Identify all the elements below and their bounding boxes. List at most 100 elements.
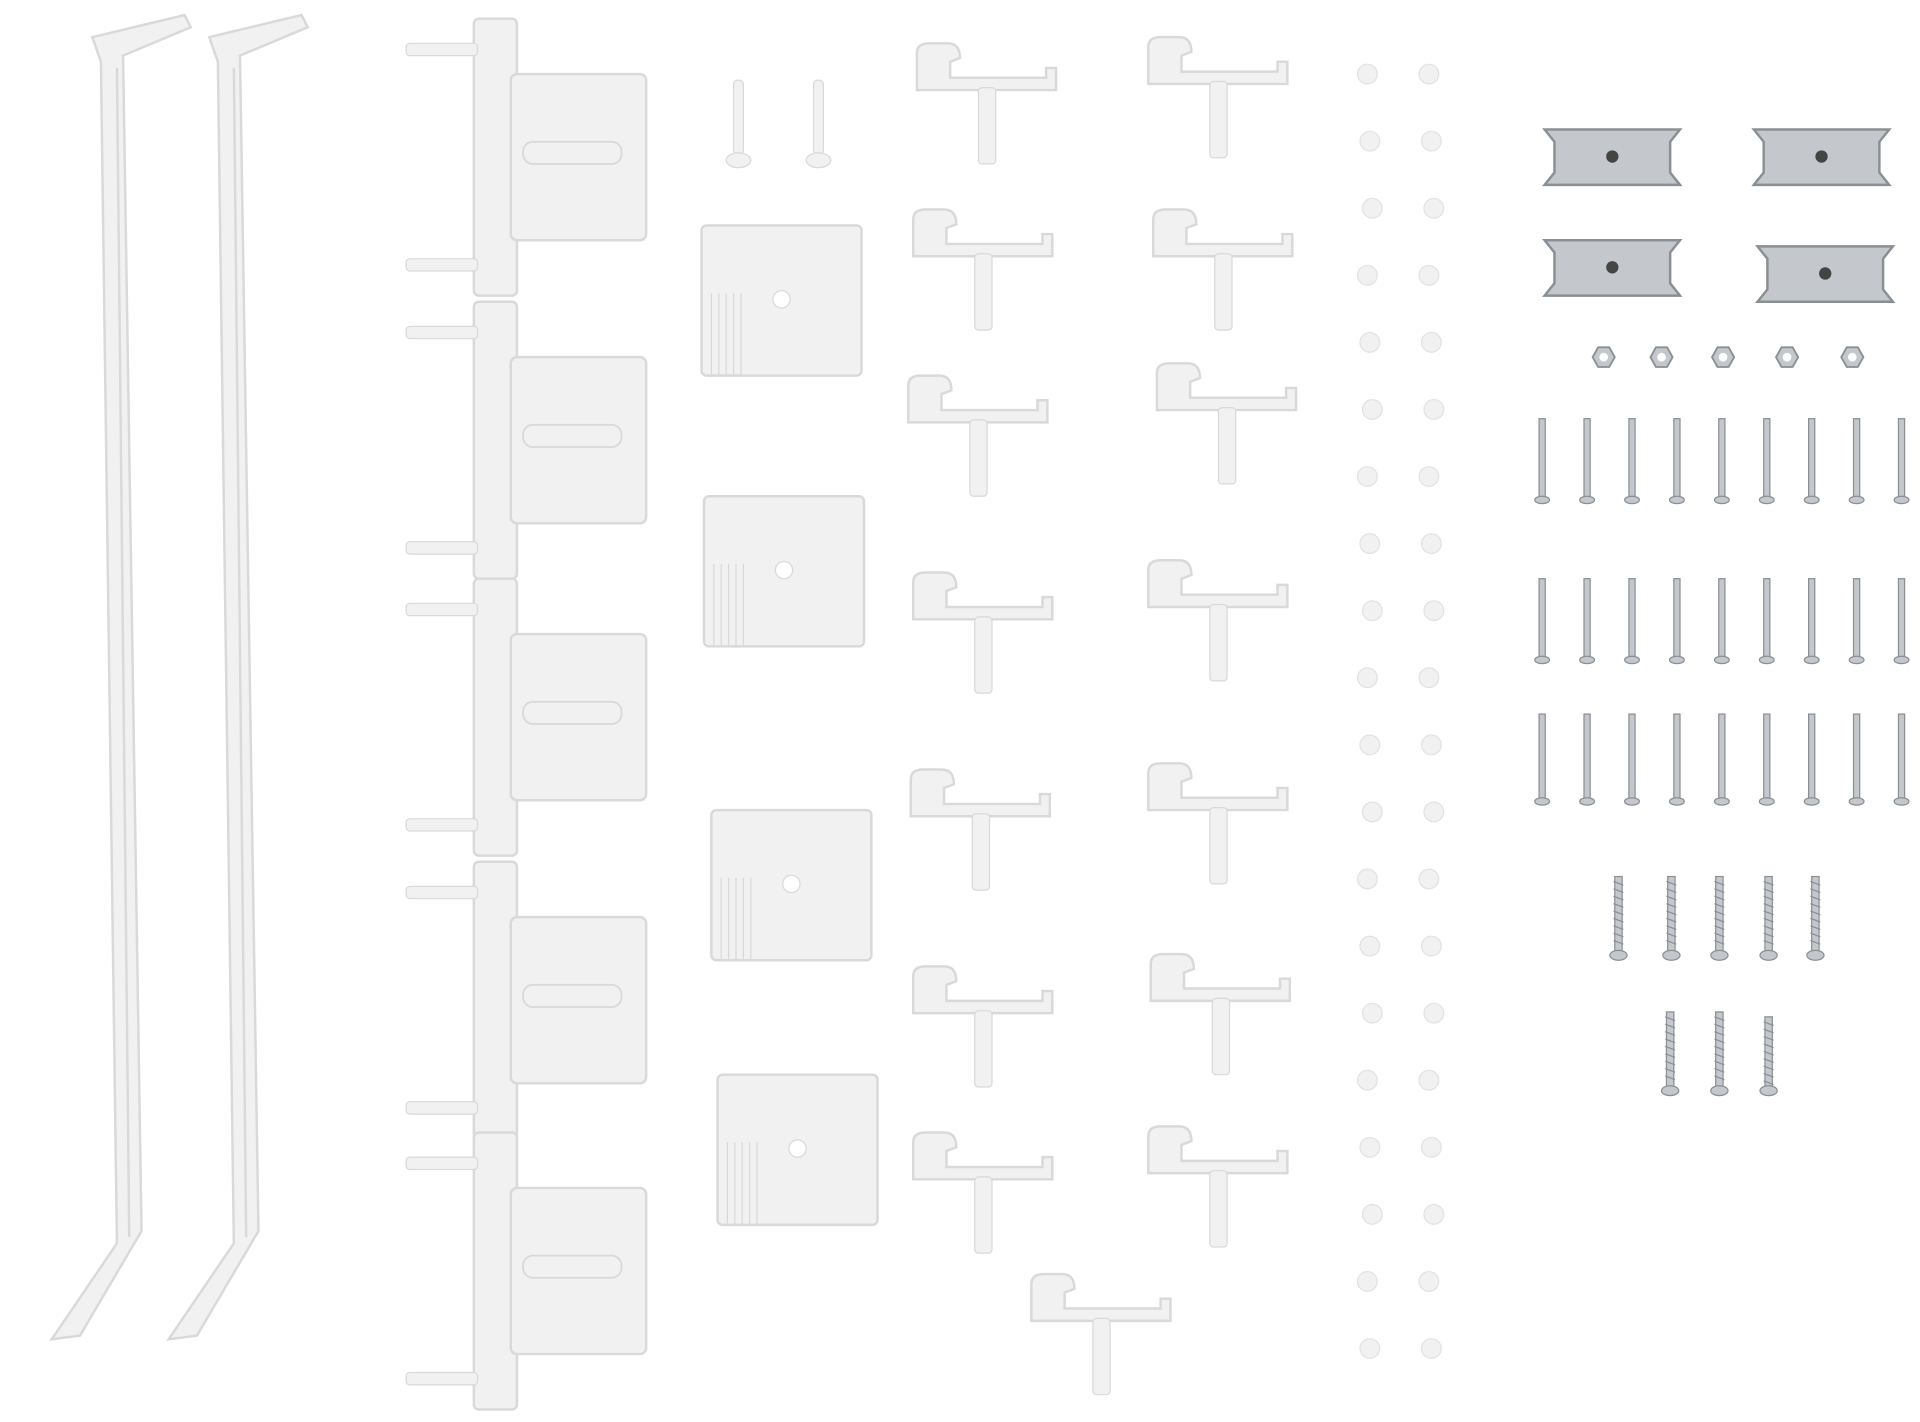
cap-dot [1361,399,1383,420]
hex-nut [1710,346,1736,368]
square-clip [702,494,866,648]
cap-dot [1420,734,1442,756]
nail [1534,578,1551,665]
nail [1893,713,1910,806]
nail [1668,418,1685,505]
cap-dot [1418,264,1440,286]
nail [1803,713,1820,806]
plastic-pin [805,79,832,169]
nail [1579,578,1596,665]
shelf-brackets [405,17,648,1411]
cap-dot [1359,935,1381,957]
hook-clip [909,768,1052,891]
hook-clip [1147,762,1289,885]
hook-clip [1155,362,1298,485]
nail [1803,578,1820,665]
shelf-bracket [405,300,648,580]
screw [1806,875,1825,961]
cap-dot [1356,63,1378,85]
metal-hardware [1534,128,1910,1097]
cap-dot [1423,1203,1445,1225]
cap-dot [1356,466,1378,487]
screw [1710,1011,1729,1097]
shelf-bracket [405,1131,648,1411]
cap-dot [1361,600,1383,622]
hex-nut [1591,346,1616,368]
cap-dot [1423,197,1445,219]
hook-clip [1149,952,1292,1076]
cap-dot [1361,197,1383,219]
nail [1758,418,1775,505]
cap-dot [1418,667,1440,689]
cap-dot [1418,868,1440,890]
embossed-logo [522,700,623,725]
metal-clip [1542,239,1683,297]
hook-clip [907,374,1049,497]
nail [1803,418,1820,505]
support-standard [49,13,193,1341]
metal-clip [1542,128,1683,187]
cap-dot [1423,801,1445,823]
nail [1713,578,1730,665]
metal-clip [1751,128,1892,187]
cap-dot [1359,1136,1381,1158]
hook-clip [915,42,1058,165]
screw [1660,1011,1680,1097]
cap-dot [1423,1002,1445,1024]
cap-dot [1356,1069,1378,1091]
nail [1893,418,1910,505]
nail [1534,418,1551,505]
cap-dot [1423,399,1445,420]
hex-nut [1840,346,1865,368]
nail [1713,418,1730,505]
cap-dot [1420,331,1442,353]
nail [1848,713,1865,806]
screw [1759,1016,1778,1097]
square-clip [716,1073,879,1227]
cap-dot [1359,331,1381,353]
square-clips [700,79,879,1227]
cap-dot [1420,130,1442,152]
hook-clip [912,1131,1054,1254]
cap-dot [1356,1271,1378,1292]
nail [1624,418,1640,505]
hook-clip [1030,1272,1172,1396]
square-clip [700,224,863,377]
nail [1893,578,1910,665]
embossed-logo [522,423,623,448]
cap-dots [1356,63,1445,1360]
shelf-bracket [405,860,648,1140]
nail [1668,578,1685,665]
cap-dot [1361,1002,1383,1024]
cap-dot [1420,1338,1442,1360]
support-standard [166,13,310,1341]
nail [1624,578,1640,665]
cap-dot [1356,264,1378,286]
nail [1758,713,1775,806]
nail [1579,713,1596,806]
cap-dot [1359,734,1381,756]
cap-dot [1361,1203,1383,1225]
cap-dot [1420,1136,1442,1158]
hook-clip [1147,559,1289,682]
screw [1710,875,1729,961]
hook-clip [1152,208,1294,331]
embossed-logo [522,1254,623,1279]
cap-dot [1359,1338,1381,1360]
nail [1534,713,1551,806]
hook-clip [1147,1125,1289,1248]
cap-dot [1359,533,1381,555]
cap-dot [1420,533,1442,555]
hook-clip [1147,35,1289,159]
cap-dot [1359,130,1381,152]
cap-dot [1420,935,1442,957]
shelf-bracket [405,577,648,857]
cap-dot [1418,1271,1440,1292]
shelf-bracket [405,17,648,297]
screw [1609,875,1628,961]
screw [1662,875,1681,961]
hook-clip [912,571,1054,694]
hook-clip [912,208,1054,331]
nail [1848,578,1865,665]
